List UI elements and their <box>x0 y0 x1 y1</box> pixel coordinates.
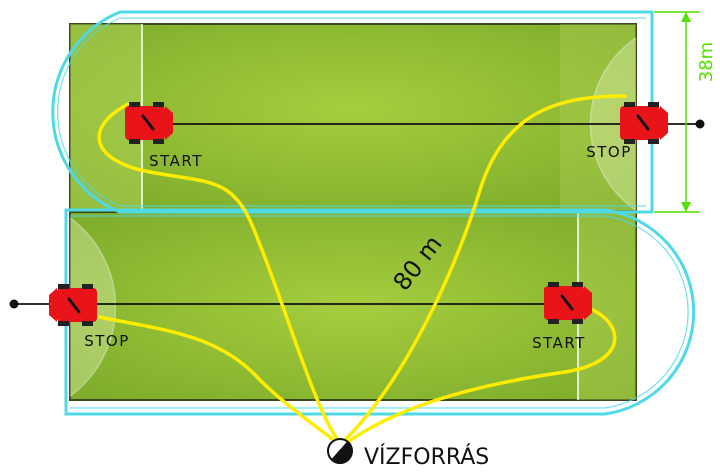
robot-top-start <box>123 100 175 146</box>
robot-bottom-start <box>542 280 594 326</box>
hoses <box>78 94 627 444</box>
water-source-icon <box>327 438 353 464</box>
stop-label-bottom: STOP <box>84 332 130 350</box>
hose-top-start <box>97 102 340 442</box>
robot-bottom-stop <box>47 282 99 328</box>
width-label: 38m <box>696 42 717 82</box>
cyan-boundary-inner <box>57 17 689 409</box>
top-cable-anchor <box>695 119 705 129</box>
hose-bottom-stop <box>78 311 338 444</box>
stop-label-top: STOP <box>586 143 632 161</box>
start-label-top: START <box>149 152 203 170</box>
hose-bottom-start <box>346 302 617 444</box>
hose-top-stop <box>343 94 627 442</box>
water-source-label: VÍZFORRÁS <box>364 444 489 470</box>
width-dimension <box>654 11 700 213</box>
cyan-boundary <box>51 10 696 416</box>
start-label-bottom: START <box>532 334 586 352</box>
bottom-cable-anchor <box>9 299 19 309</box>
robot-top-stop <box>618 100 670 146</box>
bottom-field <box>69 211 637 401</box>
